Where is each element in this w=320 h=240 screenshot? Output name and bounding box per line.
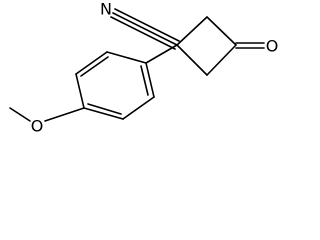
benzene-ring bbox=[75, 51, 155, 120]
ring-bond-c3-c4 bbox=[206, 44, 237, 76]
ring-bond-c4-c1 bbox=[176, 44, 208, 76]
atom-label-ether-o: O bbox=[31, 117, 44, 136]
methoxy-group bbox=[9, 107, 85, 122]
benzene-bond-1 bbox=[106, 51, 147, 64]
benzene-bond-6 bbox=[145, 62, 155, 98]
aryl-attachment-bond bbox=[145, 44, 178, 64]
atom-label-ketone-o: O bbox=[266, 37, 279, 56]
cyclobutanone-ring bbox=[176, 16, 237, 76]
benzene-inner-double-bond-2 bbox=[87, 103, 122, 115]
nitrile-triple-bond-line-1 bbox=[112, 12, 178, 46]
chemical-structure: N O O bbox=[9, 0, 279, 136]
nitrile-triple-bond-line-3 bbox=[110, 16, 176, 50]
benzene-inner-double-bond-1 bbox=[80, 56, 109, 77]
ketone-group bbox=[235, 42, 265, 49]
ring-bond-c1-c2 bbox=[176, 16, 208, 46]
benzene-bond-4 bbox=[83, 107, 124, 120]
aryl-ether-bond bbox=[44, 107, 85, 122]
methyl-ether-bond bbox=[9, 107, 31, 122]
benzene-bond-3 bbox=[75, 73, 85, 109]
nitrile-triple-bond-line-2 bbox=[114, 8, 180, 42]
atom-label-nitrile-n: N bbox=[100, 0, 112, 19]
ring-bond-c2-c3 bbox=[206, 16, 237, 46]
nitrile-group bbox=[110, 8, 180, 50]
benzene-bond-2 bbox=[75, 51, 108, 75]
benzene-bond-5 bbox=[122, 96, 155, 120]
benzene-inner-double-bond-3 bbox=[140, 65, 149, 96]
